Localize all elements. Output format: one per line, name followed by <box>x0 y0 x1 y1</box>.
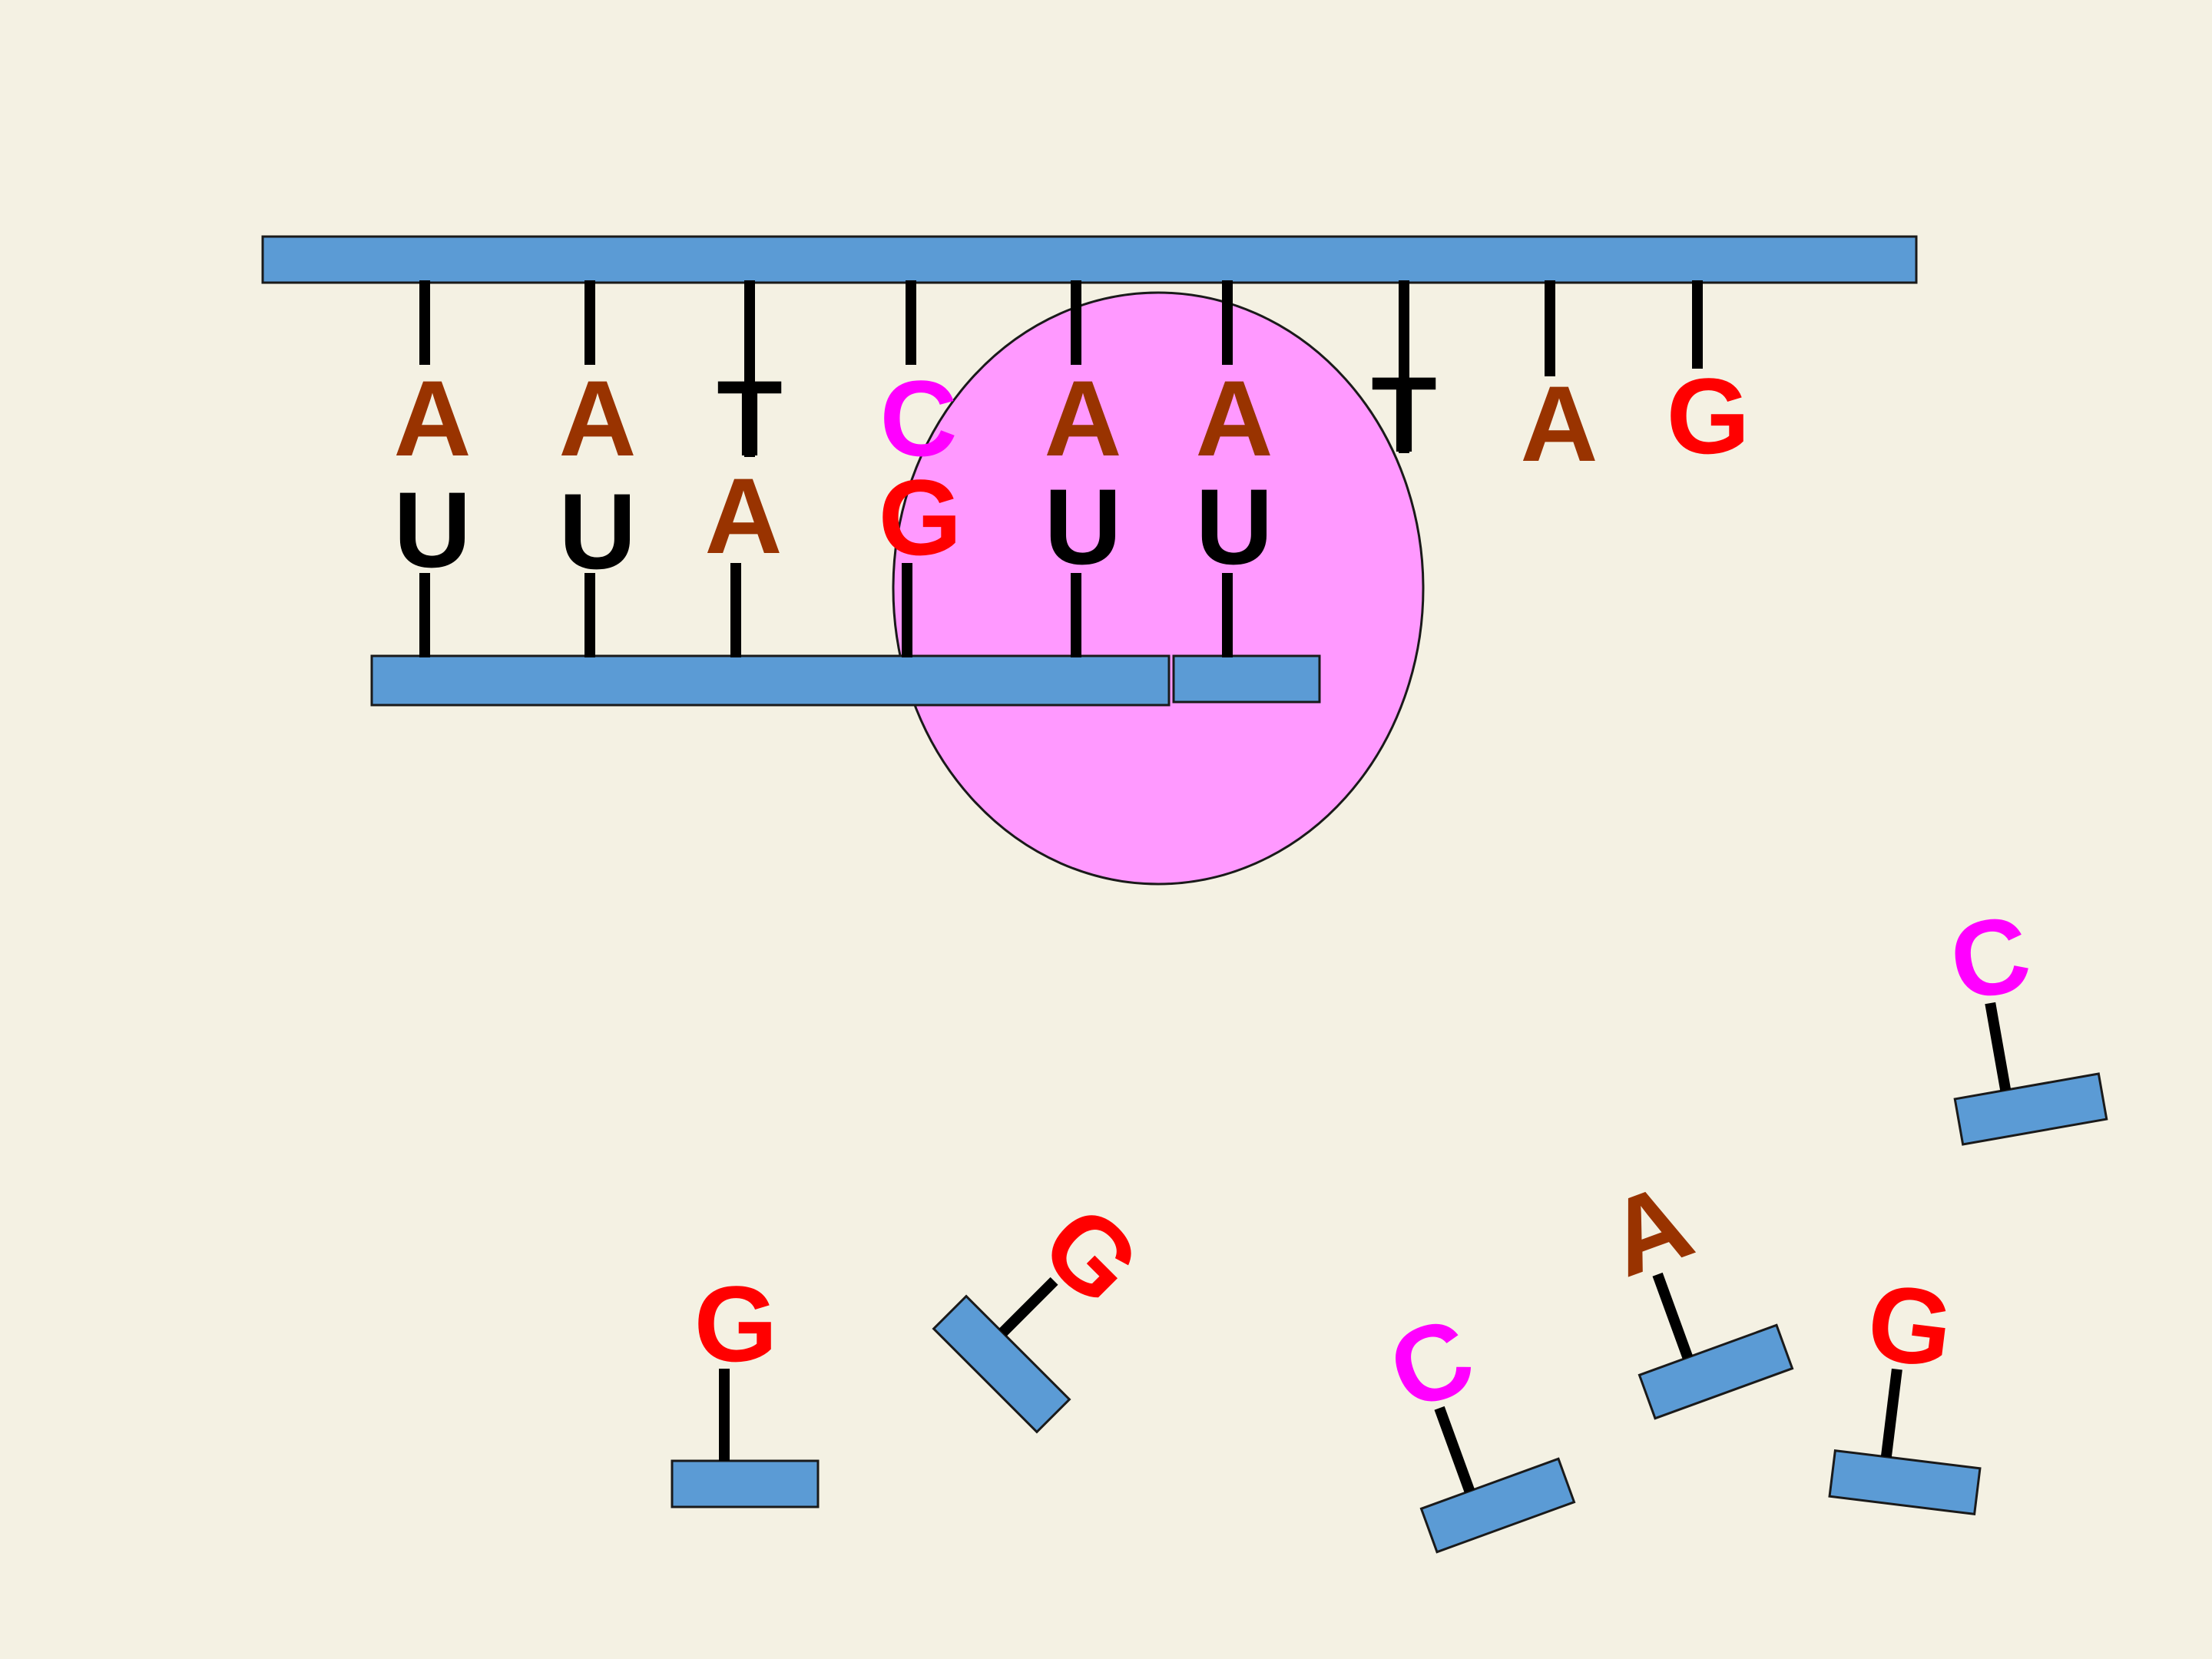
template-base-letter: T <box>717 358 783 478</box>
free-nucleotide-letter: C <box>1942 892 2039 1024</box>
rna-base: U <box>558 471 637 657</box>
template-base-letter: G <box>1667 356 1750 476</box>
free-nucleotide-letter: G <box>1861 1260 1959 1390</box>
free-nucleotide-backbone <box>932 1294 1071 1434</box>
template-base: C <box>879 280 958 478</box>
template-base: G <box>1667 280 1750 476</box>
free-nucleotide: C <box>1374 1293 1576 1554</box>
free-nucleotide-bond <box>998 1277 1058 1336</box>
free-nucleotide-bond <box>1434 1406 1475 1493</box>
template-base: T <box>717 280 783 478</box>
template-base-letter: A <box>558 358 636 478</box>
rna-base-letter: A <box>704 455 782 576</box>
template-base: A <box>1195 280 1273 478</box>
template-base: A <box>1044 280 1122 478</box>
rna-strand-backbone <box>370 654 1171 707</box>
free-nucleotide-bond <box>1880 1368 1902 1458</box>
template-base: T <box>1371 280 1437 475</box>
free-nucleotide-letter: C <box>1374 1293 1488 1433</box>
template-strand-backbone <box>261 235 1918 284</box>
incoming-nucleotide-backbone <box>1172 654 1321 704</box>
rna-bases: U U A G U U <box>393 455 1273 657</box>
template-base-letter: C <box>879 358 957 478</box>
free-nucleotide-backbone <box>1637 1323 1794 1420</box>
template-bases: A A T C A A T <box>393 280 1750 484</box>
free-nucleotides: C G G A C <box>671 892 2108 1554</box>
free-nucleotide-backbone <box>671 1459 820 1508</box>
rna-base-letter: U <box>558 471 636 591</box>
rna-base-letter: G <box>879 457 962 578</box>
rna-base-letter: U <box>1195 466 1273 587</box>
template-base-letter: A <box>393 358 471 478</box>
rna-base-letter: U <box>1044 466 1121 587</box>
free-nucleotide: G <box>932 1183 1164 1434</box>
template-base-letter: A <box>1044 358 1121 478</box>
free-nucleotide-bond <box>1985 1002 2012 1091</box>
rna-polymerase <box>892 291 1425 886</box>
rna-base: U <box>1044 466 1122 657</box>
free-nucleotide-backbone <box>1828 1449 1982 1516</box>
template-base-letter: A <box>1520 363 1598 484</box>
free-nucleotide-letter: G <box>694 1263 778 1384</box>
free-nucleotide-backbone <box>1419 1457 1576 1554</box>
free-nucleotide: C <box>1942 892 2108 1146</box>
template-base: A <box>1520 280 1598 484</box>
template-base: A <box>393 280 472 478</box>
rna-base: U <box>1195 466 1273 657</box>
rna-base: G <box>879 457 962 657</box>
free-nucleotide-backbone <box>1953 1072 2108 1146</box>
free-nucleotide: G <box>1828 1260 1982 1516</box>
free-nucleotide-letter: A <box>1592 1160 1707 1300</box>
rna-base-letter: U <box>393 469 471 590</box>
template-base: A <box>558 280 637 478</box>
free-nucleotide-letter: G <box>1019 1183 1164 1327</box>
free-nucleotide-bond <box>1652 1272 1694 1359</box>
rna-base: A <box>704 455 783 657</box>
template-base-letter: A <box>1195 358 1273 478</box>
rna-base: U <box>393 469 472 657</box>
free-nucleotide: G <box>671 1263 820 1508</box>
free-nucleotide: A <box>1592 1160 1794 1420</box>
template-base-letter: T <box>1371 354 1437 475</box>
